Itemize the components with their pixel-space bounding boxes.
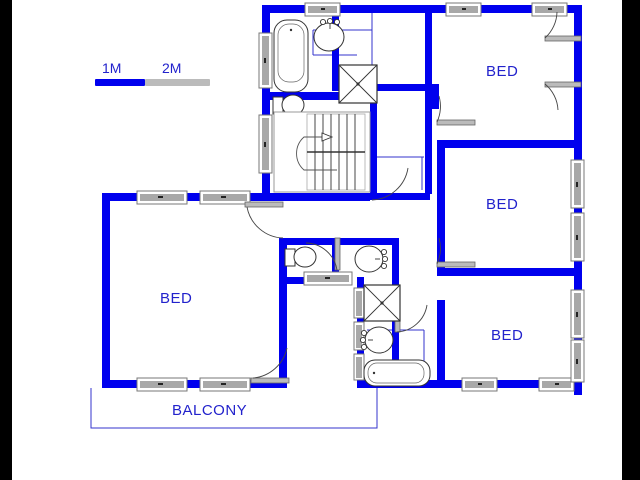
scale-label-2m: 2M	[162, 60, 182, 76]
sink-lower-a-icon	[354, 245, 389, 273]
scale-bar-segment-1	[95, 79, 145, 86]
room-label-bed-mid-right: BED	[486, 196, 519, 213]
door-balcony	[250, 347, 290, 384]
bathtub-lower-icon	[363, 359, 431, 387]
door-bed-bottom-right	[436, 237, 476, 268]
room-label-balcony: BALCONY	[172, 402, 248, 419]
floor-plan-canvas: BED BED BED BED BALCONY 1M 2M	[12, 0, 622, 480]
door-bed-top-right	[544, 11, 582, 42]
shower-lower-icon	[363, 284, 401, 322]
room-label-bed-left: BED	[160, 290, 193, 307]
sink-upper-icon	[313, 17, 345, 52]
room-label-bed-bottom-right: BED	[491, 327, 524, 344]
bathtub-upper-icon	[273, 19, 309, 93]
door-bed-mid-right	[436, 95, 476, 126]
room-label-bed-top-right: BED	[486, 63, 519, 80]
scale-label-1m: 1M	[102, 60, 122, 76]
sink-lower-b-icon	[359, 326, 394, 354]
door-bath-lower-a	[305, 237, 341, 271]
balcony-outline	[90, 388, 378, 429]
staircase-icon	[273, 111, 371, 193]
door-hall-upper	[371, 167, 409, 201]
fixtures	[272, 17, 431, 387]
windows-vertical	[258, 32, 585, 383]
door-bed-top-right-lower	[544, 81, 582, 111]
scale-bar-segment-2	[145, 79, 210, 86]
shower-upper-icon	[338, 64, 378, 104]
toilet-lower-icon	[284, 246, 317, 268]
floor-plan-drawing	[90, 2, 585, 429]
door-bed-left	[244, 201, 284, 239]
windows-horizontal	[136, 2, 575, 392]
